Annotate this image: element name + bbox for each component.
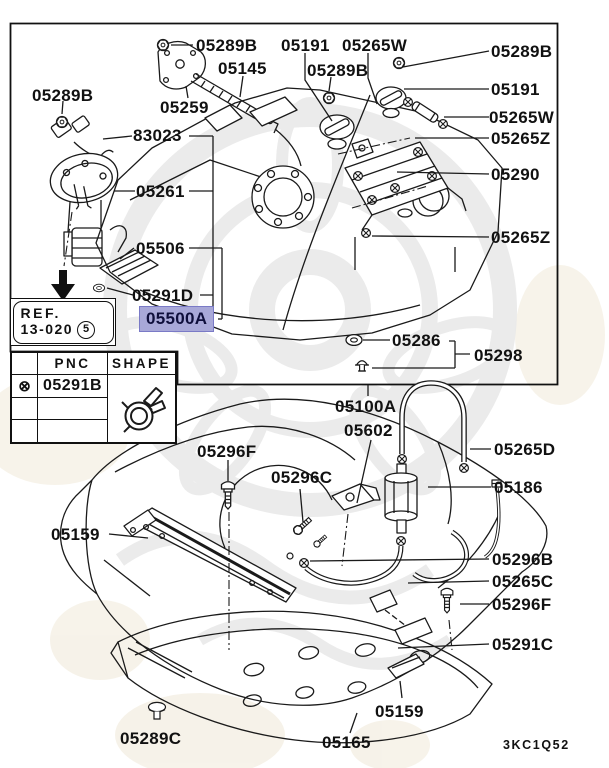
ref-number: 13-020 5 — [20, 320, 113, 339]
part-label-05100a: 05100A — [335, 397, 397, 416]
fuel-pump-module-drawing — [49, 115, 159, 293]
part-label-05265d: 05265D — [494, 440, 556, 459]
part-label-05289b: 05289B — [32, 86, 94, 105]
part-label-05296c: 05296C — [271, 468, 333, 487]
center-lines — [63, 137, 453, 651]
part-label-05145: 05145 — [218, 59, 267, 78]
leader-lines — [61, 44, 491, 734]
part-label-05265c: 05265C — [492, 572, 554, 591]
tank-top-hardware-drawing — [319, 86, 467, 239]
part-label-05265w: 05265W — [489, 108, 555, 127]
table-header-pnc: PNC — [38, 353, 108, 375]
bolt-icon — [440, 587, 454, 614]
right-bracket-drawing — [387, 653, 425, 679]
part-label-05265z: 05265Z — [491, 228, 551, 247]
ref-circle-number: 5 — [77, 320, 96, 339]
part-label-05261: 05261 — [136, 182, 185, 201]
ref-number-text: 13-020 — [20, 321, 74, 338]
part-label-05291d: 05291D — [132, 286, 194, 305]
clip-icon — [354, 360, 370, 372]
table-empty-cell — [38, 420, 108, 442]
tank-guard-drawing — [110, 610, 493, 744]
part-label-05289c: 05289C — [120, 729, 182, 748]
table-header-shape: SHAPE — [108, 353, 175, 375]
table-row-symbol: ⊗ — [12, 375, 38, 398]
part-label-05506: 05506 — [136, 239, 185, 258]
part-label-05602: 05602 — [344, 421, 393, 440]
grommet-icon — [345, 333, 363, 347]
filter-bracket-drawing — [331, 483, 381, 511]
fuel-sender-drawing — [157, 40, 302, 167]
down-arrow-icon — [51, 270, 75, 301]
table-empty-cell — [12, 420, 38, 442]
ref-box: REF. 13-020 5 — [10, 298, 116, 346]
part-label-05286: 05286 — [392, 331, 441, 350]
bolt-icon — [312, 533, 329, 549]
part-label-05500a: 05500A — [139, 306, 215, 332]
hose-clamp-icon — [108, 375, 175, 442]
nut-icon — [392, 56, 406, 70]
part-label-05290: 05290 — [491, 165, 540, 184]
table-empty-cell — [38, 398, 108, 420]
part-label-05289b: 05289B — [307, 61, 369, 80]
part-label-05259: 05259 — [160, 98, 209, 117]
part-label-05289b: 05289B — [491, 42, 553, 61]
part-label-05296f: 05296F — [492, 595, 552, 614]
lower-fuel-tank-drawing — [59, 398, 548, 706]
part-label-05165: 05165 — [322, 733, 371, 752]
parts-table: PNC SHAPE ⊗ 05291B — [10, 351, 177, 444]
table-corner-cell — [12, 353, 38, 375]
part-label-05291c: 05291C — [492, 635, 554, 654]
nut-icon — [55, 115, 69, 129]
table-row-pnc: 05291B — [38, 375, 108, 398]
part-label-05298: 05298 — [474, 346, 523, 365]
part-label-05159: 05159 — [375, 702, 424, 721]
table-empty-cell — [12, 398, 38, 420]
diagram-code: 3KC1Q52 — [503, 738, 570, 752]
part-label-05296b: 05296B — [492, 550, 554, 569]
part-label-05296f: 05296F — [197, 442, 257, 461]
part-label-05191: 05191 — [491, 80, 540, 99]
ref-label: REF. — [20, 304, 61, 321]
nut-icon — [156, 38, 170, 52]
ref-box-inner: REF. 13-020 5 — [12, 300, 114, 344]
nut-icon — [322, 91, 336, 105]
part-label-05265w: 05265W — [342, 36, 408, 55]
part-label-83023: 83023 — [133, 126, 182, 145]
part-label-05289b: 05289B — [196, 36, 258, 55]
tank-protector-rail-drawing — [123, 507, 297, 603]
part-label-05159: 05159 — [51, 525, 100, 544]
part-label-05186: 05186 — [494, 478, 543, 497]
part-label-05265z: 05265Z — [491, 129, 551, 148]
tank-strap-drawing — [369, 589, 433, 645]
part-label-05191: 05191 — [281, 36, 330, 55]
